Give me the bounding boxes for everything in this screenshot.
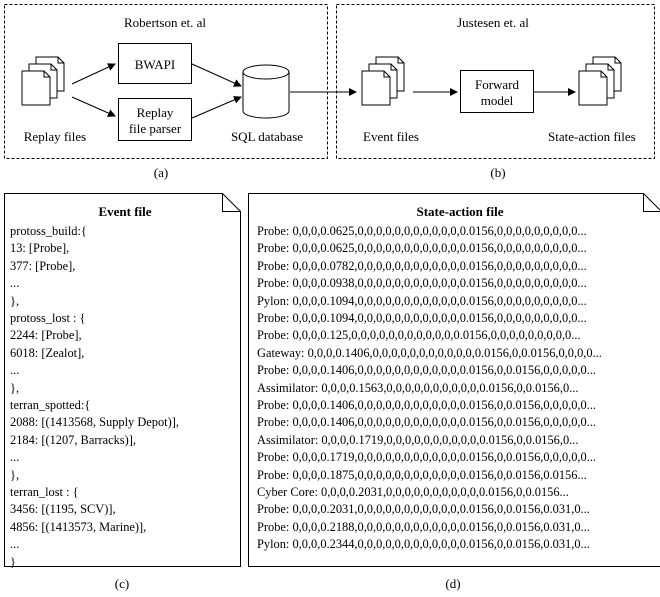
state-action-file-content: Probe: 0,0,0,0.0625,0,0,0,0,0,0,0,0,0,0,… (257, 223, 657, 563)
state-action-line: Probe: 0,0,0,0.1875,0,0,0,0,0,0,0,0,0,0,… (257, 467, 587, 482)
event-file-line: 2184: [(1207, Barracks)], (10, 432, 136, 447)
state-action-line: Probe: 0,0,0,0.0625,0,0,0,0,0,0,0,0,0,0,… (257, 241, 587, 256)
state-action-line: Probe: 0,0,0,0.0625,0,0,0,0,0,0,0,0,0,0,… (257, 224, 587, 238)
bwapi-label: BWAPI (134, 57, 176, 72)
bwapi-box (118, 43, 192, 84)
panel-b-border (336, 4, 655, 159)
event-file-line: protoss_lost : { (10, 311, 86, 325)
arrow-replay-to-parser (71, 96, 116, 117)
state-action-line: Probe: 0,0,0,0.1719,0,0,0,0,0,0,0,0,0,0,… (257, 450, 597, 465)
event-file-line: 13: [Probe], (10, 241, 70, 256)
state-action-line: Probe: 0,0,0,0.1094,0,0,0,0,0,0,0,0,0,0,… (257, 311, 587, 325)
event-file-line: 2088: [(1413568, Supply Depot)], (10, 415, 179, 430)
replay-files-icon (21, 56, 65, 106)
event-file-line: 3456: [(1195, SCV)], (10, 502, 116, 517)
state-action-line: ... (257, 554, 267, 563)
event-file-line: protoss_build:{ (10, 224, 87, 238)
event-file-line: 6018: [Zealot], (10, 345, 85, 360)
state-action-file-title: State-action file (416, 204, 504, 219)
arrow-bwapi-to-sql (191, 63, 242, 87)
event-file-line: 2244: [Probe], (10, 328, 82, 343)
state-action-line: Assimilator: 0,0,0,0.1719,0,0,0,0,0,0,0,… (257, 432, 579, 447)
state-action-files-label: State-action files (548, 129, 636, 144)
state-action-line: Probe: 0,0,0,0.1406,0,0,0,0,0,0,0,0,0,0,… (257, 398, 597, 412)
caption-a: (a) (153, 165, 169, 180)
sql-database-label: SQL database (230, 129, 304, 144)
event-file-line: } (10, 554, 16, 569)
arrow-replay-to-bwapi (71, 63, 116, 85)
event-file-line: 4856: [(1413573, Marine)], (10, 519, 147, 534)
event-file-line: }, (10, 380, 20, 395)
event-file-line: ... (10, 276, 20, 291)
event-files-label: Event files (363, 129, 419, 144)
replay-files-label: Replay files (23, 129, 87, 144)
state-action-line: Probe: 0,0,0,0.125,0,0,0,0,0,0,0,0,0,0,0… (257, 328, 581, 343)
state-action-line: Probe: 0,0,0,0.0782,0,0,0,0,0,0,0,0,0,0,… (257, 258, 587, 273)
state-action-line: Pylon: 0,0,0,0.2344,0,0,0,0,0,0,0,0,0,0,… (257, 537, 590, 552)
event-file-line: ... (10, 450, 20, 465)
forward-model-line1: Forward (474, 77, 520, 92)
sql-database-icon (242, 64, 290, 119)
replay-parser-box (118, 98, 192, 141)
state-action-line: Pylon: 0,0,0,0.1094,0,0,0,0,0,0,0,0,0,0,… (257, 293, 587, 308)
forward-model-line2: model (480, 93, 514, 108)
state-action-line: Assimilator: 0,0,0,0.1563,0,0,0,0,0,0,0,… (257, 380, 579, 395)
event-file-line: terran_lost : { (10, 485, 79, 499)
state-action-line: Probe: 0,0,0,0.0938,0,0,0,0,0,0,0,0,0,0,… (257, 276, 587, 291)
panel-a-title: Robertson et. al (124, 15, 206, 30)
state-action-line: Probe: 0,0,0,0.2031,0,0,0,0,0,0,0,0,0,0,… (257, 502, 590, 517)
caption-d: (d) (445, 576, 461, 591)
arrow-parser-to-sql (191, 96, 242, 119)
event-files-icon (361, 56, 405, 106)
state-action-line: Gateway: 0,0,0,0.1406,0,0,0,0,0,0,0,0,0,… (257, 345, 602, 360)
state-action-line: Probe: 0,0,0,0.2188,0,0,0,0,0,0,0,0,0,0,… (257, 519, 590, 534)
event-file-document-outline (4, 193, 241, 567)
parser-label-line2: file parser (128, 121, 182, 136)
event-file-line: ... (10, 363, 20, 378)
event-file-content: protoss_build:{ 13: [Probe], 377: [Probe… (10, 223, 238, 569)
state-action-document-outline (248, 193, 660, 567)
event-file-line: terran_spotted:{ (10, 398, 91, 412)
event-file-line: 377: [Probe], (10, 258, 76, 273)
event-file-line: }, (10, 467, 20, 482)
event-file-title: Event file (98, 204, 152, 219)
state-action-line: Probe: 0,0,0,0.1406,0,0,0,0,0,0,0,0,0,0,… (257, 363, 597, 378)
event-file-line: }, (10, 293, 20, 308)
state-action-line: Probe: 0,0,0,0.1406,0,0,0,0,0,0,0,0,0,0,… (257, 415, 597, 430)
state-action-line: Cyber Core: 0,0,0,0.2031,0,0,0,0,0,0,0,0… (257, 485, 569, 499)
panel-b-title: Justesen et. al (457, 15, 529, 30)
caption-c: (c) (114, 576, 130, 591)
forward-model-box (460, 70, 534, 113)
caption-b: (b) (490, 165, 506, 180)
event-file-line: ... (10, 537, 20, 552)
panel-a-border (4, 4, 328, 159)
parser-label-line1: Replay (136, 105, 174, 120)
state-action-files-icon (578, 56, 622, 106)
